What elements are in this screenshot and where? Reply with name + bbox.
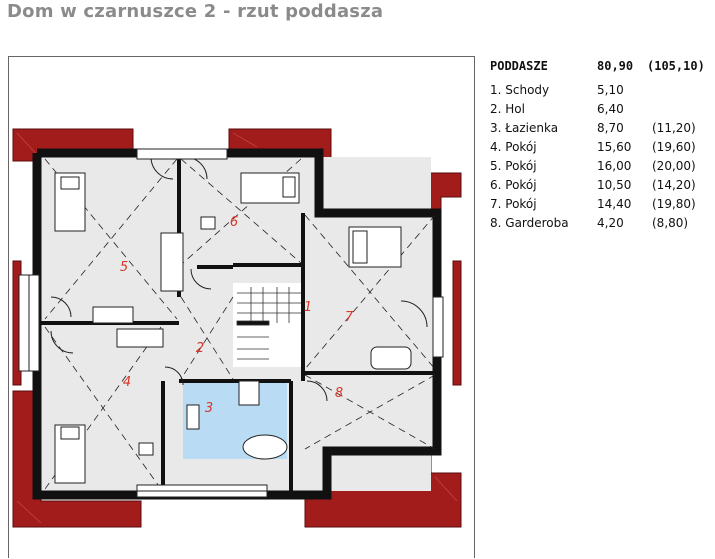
room-label-1: 1: [304, 300, 312, 315]
slope-lines: [44, 158, 436, 490]
room-label-6: 6: [230, 215, 238, 230]
floor-total: (105,10): [647, 59, 705, 73]
room-name: 2. Hol: [490, 102, 525, 116]
windows: [18, 148, 444, 498]
room-total: (8,80): [652, 216, 689, 230]
room-label-8: 8: [335, 386, 343, 401]
room-name: 8. Garderoba: [490, 216, 569, 230]
room-name: 6. Pokój: [490, 178, 537, 192]
walls: [32, 148, 442, 500]
room-total: (19,60): [652, 140, 696, 154]
room-total: (14,20): [652, 178, 696, 192]
room-total: (11,20): [652, 121, 696, 135]
room-area: 14,40: [597, 197, 632, 211]
floor-label: PODDASZE: [490, 59, 548, 73]
floor-area: 80,90: [597, 59, 634, 73]
room-label-4: 4: [123, 375, 131, 390]
room-area: 5,10: [597, 83, 624, 97]
page-title: Dom w czarnuszce 2 - rzut poddasza: [7, 1, 384, 22]
room-total: (20,00): [652, 159, 696, 173]
table-header: PODDASZE 80,90 (105,10): [490, 59, 710, 75]
stairs: [236, 287, 301, 360]
room-name: 1. Schody: [490, 83, 550, 97]
room-label-2: 2: [196, 341, 204, 356]
room-name: 7. Pokój: [490, 197, 537, 211]
room-total: (19,80): [652, 197, 696, 211]
room-area: 10,50: [597, 178, 632, 192]
room-name: 5. Pokój: [490, 159, 537, 173]
room-area: 4,20: [597, 216, 624, 230]
room-area: 8,70: [597, 121, 624, 135]
room-area: 6,40: [597, 102, 624, 116]
furniture: [54, 172, 412, 484]
room-area: 15,60: [597, 140, 632, 154]
room-name: 3. Łazienka: [490, 121, 559, 135]
room-label-3: 3: [205, 401, 213, 416]
room-name: 4. Pokój: [490, 140, 537, 154]
room-numbers: 1 2 3 4 5 6 7 8: [120, 215, 354, 416]
floor-plan: 1 2 3 4 5 6 7 8: [8, 56, 475, 558]
room-area: 16,00: [597, 159, 632, 173]
room-label-7: 7: [345, 310, 354, 325]
room-label-5: 5: [120, 260, 128, 275]
